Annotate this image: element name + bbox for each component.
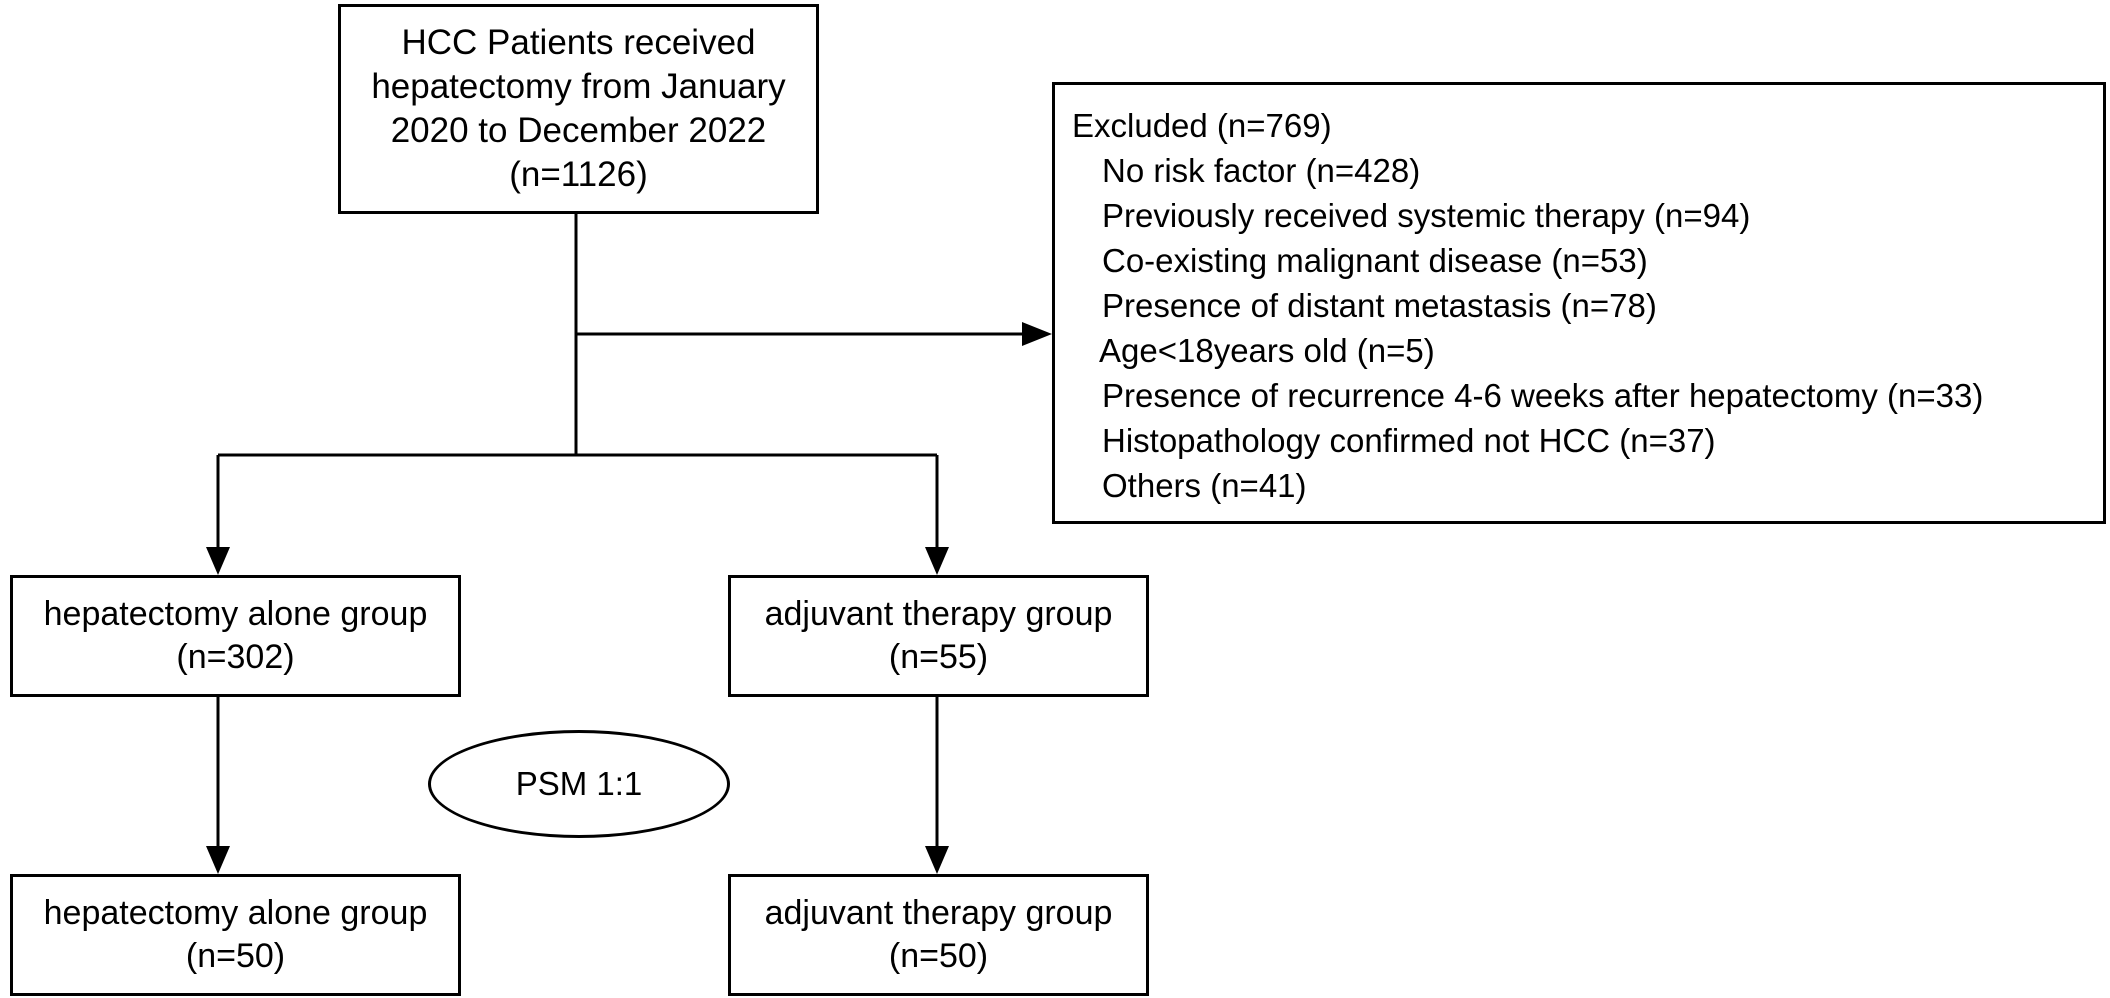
matched-hepatectomy-alone-group-box: hepatectomy alone group (n=50) — [10, 874, 461, 996]
exclusion-arrowhead — [1022, 322, 1052, 346]
initial-cohort-line-2: hepatectomy from January — [371, 67, 786, 106]
exclusion-criteria-list: No risk factor (n=428) Previously receiv… — [1072, 148, 2103, 508]
right-psm-arrowhead — [925, 846, 949, 874]
psm-matching-ellipse: PSM 1:1 — [428, 730, 730, 838]
exclusion-box: Excluded (n=769) No risk factor (n=428) … — [1052, 82, 2106, 524]
group-count: (n=302) — [176, 638, 295, 676]
group-label: hepatectomy alone group — [43, 595, 428, 633]
left-branch-arrowhead — [206, 547, 230, 575]
group-label: adjuvant therapy group — [764, 595, 1113, 633]
matched-adjuvant-therapy-group-box: adjuvant therapy group (n=50) — [728, 874, 1149, 996]
initial-cohort-line-1: HCC Patients received — [401, 23, 756, 62]
left-psm-arrowhead — [206, 846, 230, 874]
right-branch-arrowhead — [925, 547, 949, 575]
exclusion-criterion: Histopathology confirmed not HCC (n=37) — [1102, 422, 1716, 459]
group-count: (n=50) — [888, 937, 989, 975]
adjuvant-therapy-group-box: adjuvant therapy group (n=55) — [728, 575, 1149, 697]
exclusion-criterion: Co-existing malignant disease (n=53) — [1102, 242, 1648, 279]
exclusion-criterion: Age<18years old (n=5) — [1099, 332, 1435, 369]
initial-cohort-line-3: 2020 to December 2022 — [390, 111, 767, 150]
exclusion-criterion: Others (n=41) — [1102, 467, 1307, 504]
hepatectomy-alone-group-box: hepatectomy alone group (n=302) — [10, 575, 461, 697]
group-count: (n=50) — [185, 937, 286, 975]
exclusion-criterion: Presence of distant metastasis (n=78) — [1102, 287, 1657, 324]
exclusion-criterion: Previously received systemic therapy (n=… — [1102, 197, 1751, 234]
exclusion-criterion: Presence of recurrence 4-6 weeks after h… — [1102, 377, 1984, 414]
group-label: hepatectomy alone group — [43, 894, 428, 932]
initial-cohort-box: HCC Patients received hepatectomy from J… — [338, 4, 819, 214]
psm-label: PSM 1:1 — [515, 765, 643, 802]
exclusion-title: Excluded (n=769) — [1072, 107, 1332, 144]
exclusion-criterion: No risk factor (n=428) — [1102, 152, 1421, 189]
initial-cohort-count: (n=1126) — [509, 155, 648, 194]
group-label: adjuvant therapy group — [764, 894, 1113, 932]
group-count: (n=55) — [888, 638, 989, 676]
